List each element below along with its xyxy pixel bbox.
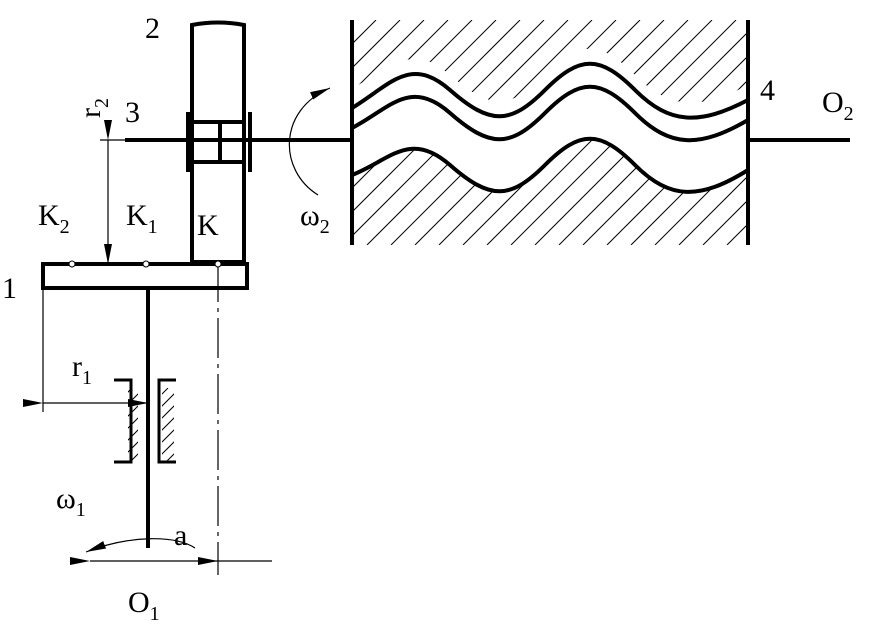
cam-groove-bottom xyxy=(351,136,750,194)
cam-groove-top xyxy=(350,61,749,120)
hatch-line xyxy=(799,20,875,245)
cam-groove-mid xyxy=(351,84,750,143)
label-o2: O2 xyxy=(822,86,854,125)
label-k2: K2 xyxy=(38,199,70,238)
gear-2 xyxy=(186,20,252,264)
hatch-line xyxy=(189,388,264,463)
point-k2 xyxy=(68,260,76,268)
bearing xyxy=(45,378,324,464)
hatch-line xyxy=(128,388,174,463)
hatch-line xyxy=(558,20,748,245)
label-shaft-3: 3 xyxy=(125,96,140,129)
hatch-line xyxy=(702,20,748,245)
hatch-line xyxy=(177,388,252,463)
hatch-line xyxy=(128,388,133,463)
hatch-line xyxy=(128,388,157,463)
label-k1: K1 xyxy=(126,199,158,238)
hatch-line xyxy=(213,388,288,463)
hatch-line xyxy=(352,20,473,245)
omega1-arrow xyxy=(85,538,196,553)
hatch-line xyxy=(775,20,875,245)
label-omega1: ω1 xyxy=(56,482,86,521)
hatch-line xyxy=(225,388,300,463)
point-k1 xyxy=(142,260,150,268)
hatch-line xyxy=(128,388,145,463)
label-r2: r2 xyxy=(74,98,113,118)
label-cam-4: 4 xyxy=(760,74,775,107)
hatch-line xyxy=(164,388,174,463)
hatch-line xyxy=(751,20,875,245)
omega2-arrow xyxy=(288,87,331,196)
label-disk-1: 1 xyxy=(2,272,17,305)
hatch-line xyxy=(678,20,748,245)
hatch-line xyxy=(128,388,174,463)
disk-1 xyxy=(41,262,249,290)
hatch-line xyxy=(249,388,324,463)
hatch-line xyxy=(871,20,875,245)
label-omega2: ω2 xyxy=(300,199,330,238)
hatch-line xyxy=(352,20,425,245)
label-k: K xyxy=(197,209,219,242)
hatch-line xyxy=(128,388,174,463)
hatch-line xyxy=(582,20,748,245)
label-r1: r1 xyxy=(72,350,92,389)
hatch-line xyxy=(390,20,617,245)
hatch-line xyxy=(510,20,737,245)
hatch-line xyxy=(414,20,641,245)
hatch-line xyxy=(847,20,875,245)
hatch-line xyxy=(654,20,748,245)
hatch-line xyxy=(352,20,377,245)
hatch-line xyxy=(140,388,174,463)
label-gear-2: 2 xyxy=(145,12,160,45)
hatch-line xyxy=(352,20,401,245)
hatch-line xyxy=(462,20,689,245)
hatch-line xyxy=(201,388,276,463)
hatch-line xyxy=(823,20,875,245)
hatch-line xyxy=(152,388,174,463)
hatch-line xyxy=(352,20,449,245)
label-a: a xyxy=(174,519,187,552)
hatch-line xyxy=(45,388,120,463)
point-k xyxy=(214,260,222,268)
hatch-line xyxy=(352,20,521,245)
label-o1: O1 xyxy=(128,586,160,625)
cam-body-4 xyxy=(350,20,875,245)
hatch-line xyxy=(237,388,312,463)
hatch-line xyxy=(352,20,569,245)
